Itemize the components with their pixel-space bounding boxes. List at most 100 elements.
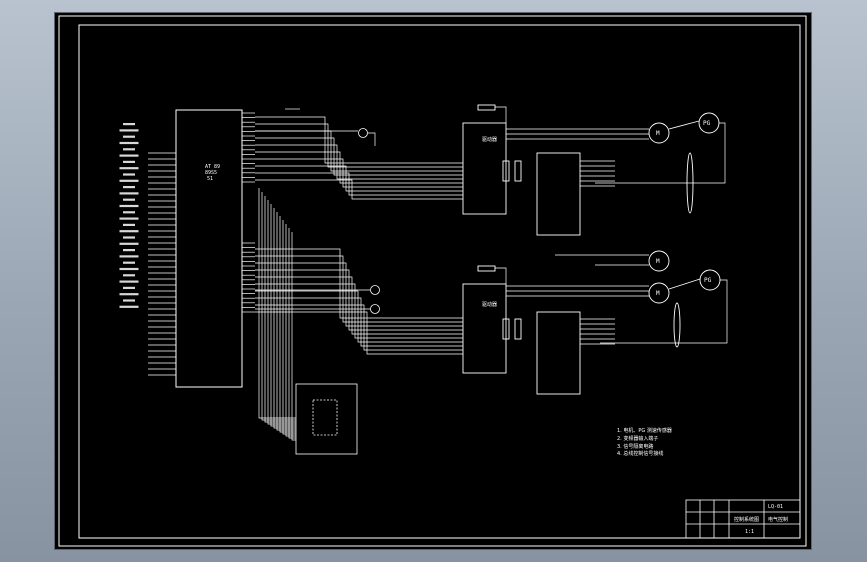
mcu-block: AT 89 89S5 51 xyxy=(119,109,255,388)
meter-1 xyxy=(358,128,368,138)
mcu-left-pins xyxy=(148,152,176,376)
input-label-mark xyxy=(119,167,139,170)
bus-wire-top xyxy=(255,179,463,200)
driver-output-lines xyxy=(495,106,728,345)
inner-frame xyxy=(78,24,801,539)
meter-3 xyxy=(370,304,380,314)
motor-3-label: M xyxy=(656,290,660,297)
bus-wire-bottom xyxy=(255,248,463,319)
input-label-mark xyxy=(119,204,139,208)
bus-wire-bottom xyxy=(255,311,463,355)
bus-wire-bottom xyxy=(255,269,463,331)
bus-wire-bottom xyxy=(255,290,463,343)
bus-wire-bottom xyxy=(255,283,463,339)
encoder-1-label: PG xyxy=(703,120,711,127)
input-label-mark xyxy=(123,223,135,226)
note-line-4: 4. 总线控制信号接线 xyxy=(617,450,663,457)
input-label-mark xyxy=(119,305,139,308)
interface-box xyxy=(295,383,358,455)
motor-group xyxy=(648,112,721,348)
input-label-mark xyxy=(119,141,139,145)
mcu-right-pins xyxy=(242,112,255,313)
bus-wire-interface xyxy=(270,204,296,427)
meter-2 xyxy=(370,285,380,295)
motor-1 xyxy=(648,122,670,144)
input-label-mark xyxy=(119,230,139,233)
bus-wire-top xyxy=(255,116,463,164)
bus-wire-bottom xyxy=(255,262,463,327)
bus-wire-bottom xyxy=(255,276,463,335)
bus-wire-bottom xyxy=(255,304,463,351)
meter-components xyxy=(358,128,380,314)
cable-bundle-2 xyxy=(673,302,681,348)
bus-wire-interface xyxy=(276,212,296,431)
encoder-1-return xyxy=(595,122,726,184)
cable-bundle-1 xyxy=(686,152,694,214)
title-scale: 1:1 xyxy=(745,529,754,535)
input-label-mark xyxy=(123,249,135,252)
mcu-sub-b: 51 xyxy=(207,176,213,182)
bus-wire-top xyxy=(255,151,463,184)
bus-wire-interface xyxy=(282,220,296,435)
bus-wire-interface xyxy=(279,216,296,433)
input-label-mark xyxy=(119,255,139,258)
inverter-bottom xyxy=(462,265,581,395)
title-school: 电气控制 xyxy=(768,516,788,523)
input-label-mark xyxy=(123,211,135,214)
schematic-canvas: AT 89 89S5 51 xyxy=(58,15,807,547)
bus-wire-interface xyxy=(258,188,296,419)
notes-block: 1. 电机、PG 测速传感器 2. 变频器输入端子 3. 信号隔离电路 4. 总… xyxy=(617,427,672,457)
title-drawing-no: LQ-01 xyxy=(768,504,783,510)
input-label-mark xyxy=(119,267,139,271)
mcu-sub-a: 89S5 xyxy=(205,170,217,176)
inverter-top-label: 驱动器 xyxy=(482,136,497,143)
bus-wire-interface xyxy=(285,224,296,437)
input-labels xyxy=(119,123,139,308)
motor-2 xyxy=(648,250,670,272)
drawing-sheet: AT 89 89S5 51 xyxy=(55,13,811,549)
input-label-mark xyxy=(123,286,135,289)
input-label-mark xyxy=(119,242,139,245)
driver-bottom-feed xyxy=(495,267,507,284)
input-label-mark xyxy=(123,160,135,163)
input-label-mark xyxy=(123,123,135,126)
input-label-mark xyxy=(123,299,135,302)
bus-wire-top xyxy=(255,137,463,176)
outer-frame xyxy=(58,15,807,547)
note-line-2: 2. 变频器输入端子 xyxy=(617,435,658,442)
input-label-mark xyxy=(119,192,139,195)
note-line-3: 3. 信号隔离电路 xyxy=(617,443,653,450)
input-label-mark xyxy=(119,280,139,283)
bus-wire-interface xyxy=(261,192,296,421)
encoder-2 xyxy=(699,269,721,291)
encoder-2-return xyxy=(600,279,728,344)
bus-wire-top xyxy=(255,165,463,192)
title-block xyxy=(685,499,801,539)
encoder-2-label: PG xyxy=(704,277,712,284)
input-label-mark xyxy=(123,186,135,189)
mcu-title: AT 89 xyxy=(205,164,220,170)
input-label-mark xyxy=(119,179,139,182)
encoder-1 xyxy=(698,112,720,134)
inverter-bottom-label: 驱动器 xyxy=(482,301,497,308)
input-label-mark xyxy=(123,236,135,239)
motor-2-label: M xyxy=(656,258,660,265)
bus-wire-top xyxy=(255,144,463,180)
bus-wires xyxy=(255,108,463,441)
bus-wire-bottom xyxy=(255,255,463,323)
bus-wire-bottom xyxy=(255,297,463,347)
bus-wire-top xyxy=(255,130,463,172)
meter-wire-1b xyxy=(368,132,376,146)
motor-1-label: M xyxy=(656,130,660,137)
bus-wire-top xyxy=(255,172,463,196)
input-label-mark xyxy=(119,217,139,220)
note-line-1: 1. 电机、PG 测速传感器 xyxy=(617,427,672,434)
input-label-mark xyxy=(123,135,135,138)
input-label-mark xyxy=(119,293,139,296)
input-label-mark xyxy=(123,198,135,201)
input-label-mark xyxy=(123,261,135,264)
bus-wire-interface xyxy=(288,228,296,439)
bus-wire-top xyxy=(255,123,463,168)
motor-3 xyxy=(648,282,670,304)
